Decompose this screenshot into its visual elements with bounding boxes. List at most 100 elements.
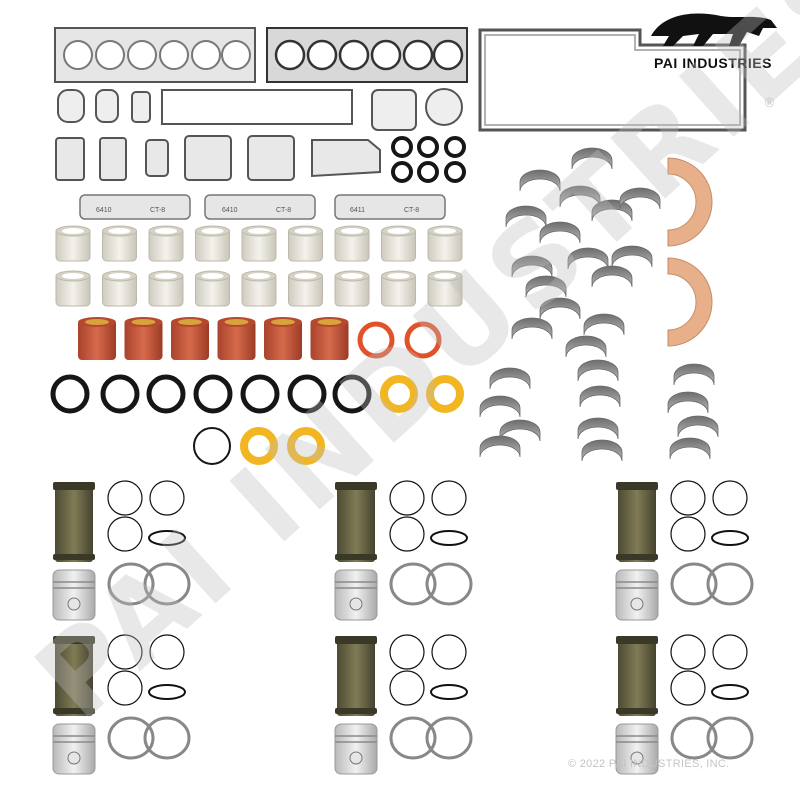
bushing <box>102 225 137 262</box>
orange-bushing <box>78 317 116 360</box>
thrust-washers <box>667 157 713 347</box>
bearing-shell <box>519 169 561 192</box>
bearing-shell <box>619 187 661 210</box>
piston <box>334 569 378 621</box>
brand-name: PAI INDUSTRIES <box>654 55 772 71</box>
bearing-shell <box>571 147 613 170</box>
orange-bushing <box>264 317 302 360</box>
oring-row-2 <box>193 427 325 465</box>
oil-pan-gasket <box>478 28 747 132</box>
cylinder-liner <box>335 482 377 562</box>
manifold-gasket-3: 6411 CT-8 <box>334 194 446 220</box>
piston <box>615 569 659 621</box>
panther-logo-icon <box>651 13 777 47</box>
bushing <box>241 270 277 307</box>
bearing-shell <box>489 367 531 390</box>
piston-kit <box>52 480 191 621</box>
orange-bushing <box>217 317 256 360</box>
bearing-shell <box>511 255 553 278</box>
manifold-gasket-1: 6410 CT-8 <box>79 194 191 220</box>
cylinder-liner <box>53 482 95 562</box>
piston-kit <box>615 480 754 621</box>
piston-liner-kits <box>52 480 754 775</box>
orange-bushing <box>171 317 209 360</box>
bearing-shell <box>511 317 553 340</box>
bushing <box>195 270 230 307</box>
cylinder-liner <box>53 636 95 716</box>
brand-logo: PAI INDUSTRIES <box>638 6 788 71</box>
cylinder-liner <box>616 636 658 716</box>
piston-rings <box>670 634 754 760</box>
bushing <box>241 225 277 262</box>
bearing-shell <box>581 439 623 462</box>
bearing-shell <box>669 437 711 460</box>
bushing <box>288 270 323 307</box>
bearing-shell <box>479 435 521 458</box>
piston <box>615 723 659 775</box>
bushing <box>427 225 463 262</box>
head-gasket-right <box>266 27 468 83</box>
bushing <box>381 225 416 262</box>
bushing <box>288 225 323 262</box>
piston-rings <box>389 634 473 760</box>
small-gaskets-row-1 <box>57 88 463 131</box>
piston-kit <box>334 480 473 621</box>
bearing-shell <box>539 221 581 244</box>
piston <box>52 723 96 775</box>
bearing-shell <box>567 247 609 270</box>
bearing-shell <box>583 313 625 336</box>
bushing <box>334 225 370 262</box>
bushing <box>55 270 91 307</box>
orange-bushings <box>78 317 349 360</box>
piston <box>52 569 96 621</box>
cylinder-liner <box>335 636 377 716</box>
small-gaskets-row-2 <box>55 135 381 181</box>
piston-kit <box>615 634 754 775</box>
cam-bushings <box>55 225 463 307</box>
bearing-shell <box>611 245 653 268</box>
bearing-shells <box>479 147 719 462</box>
manifold-label-left: 6411 <box>350 207 365 214</box>
manifold-label-left: 6410 <box>222 207 238 214</box>
head-gasket-left <box>54 27 256 83</box>
bearing-shell <box>667 391 709 414</box>
bearing-shell <box>499 419 541 442</box>
bearing-shell <box>565 335 607 358</box>
bushing <box>334 270 370 307</box>
cylinder-liner <box>616 482 658 562</box>
bushing <box>148 270 184 307</box>
bearing-shell <box>591 265 633 288</box>
orange-bushing <box>124 317 163 360</box>
piston-kit <box>334 634 473 775</box>
piston-rings <box>107 634 191 760</box>
bushing <box>55 225 91 262</box>
copyright-text: © 2022 PAI INDUSTRIES, INC. <box>568 758 730 770</box>
bearing-shell <box>539 297 581 320</box>
bearing-shell <box>673 363 715 386</box>
bearing-shell <box>559 185 601 208</box>
bushing <box>427 270 463 307</box>
orange-bushing <box>310 317 349 360</box>
bearing-shell <box>591 199 633 222</box>
registered-mark: ® <box>763 96 776 111</box>
bearing-shell <box>579 385 621 408</box>
manifold-label-right: CT-8 <box>150 207 165 214</box>
oring-cluster <box>391 136 466 183</box>
bearing-shell <box>577 359 619 382</box>
bushing <box>195 225 230 262</box>
bushing <box>102 270 137 307</box>
manifold-label-right: CT-8 <box>404 207 419 214</box>
oring-row <box>50 374 464 414</box>
bearing-shell <box>677 415 719 438</box>
bushing <box>381 270 416 307</box>
piston <box>334 723 378 775</box>
piston-rings <box>107 480 191 606</box>
bearing-shell <box>577 417 619 440</box>
manifold-gasket-2: 6410 CT-8 <box>204 194 316 220</box>
bearing-shell <box>479 395 521 418</box>
piston-kit <box>52 634 191 775</box>
piston-rings <box>670 480 754 606</box>
manifold-label-left: 6410 <box>96 207 112 214</box>
manifold-label-right: CT-8 <box>276 207 291 214</box>
